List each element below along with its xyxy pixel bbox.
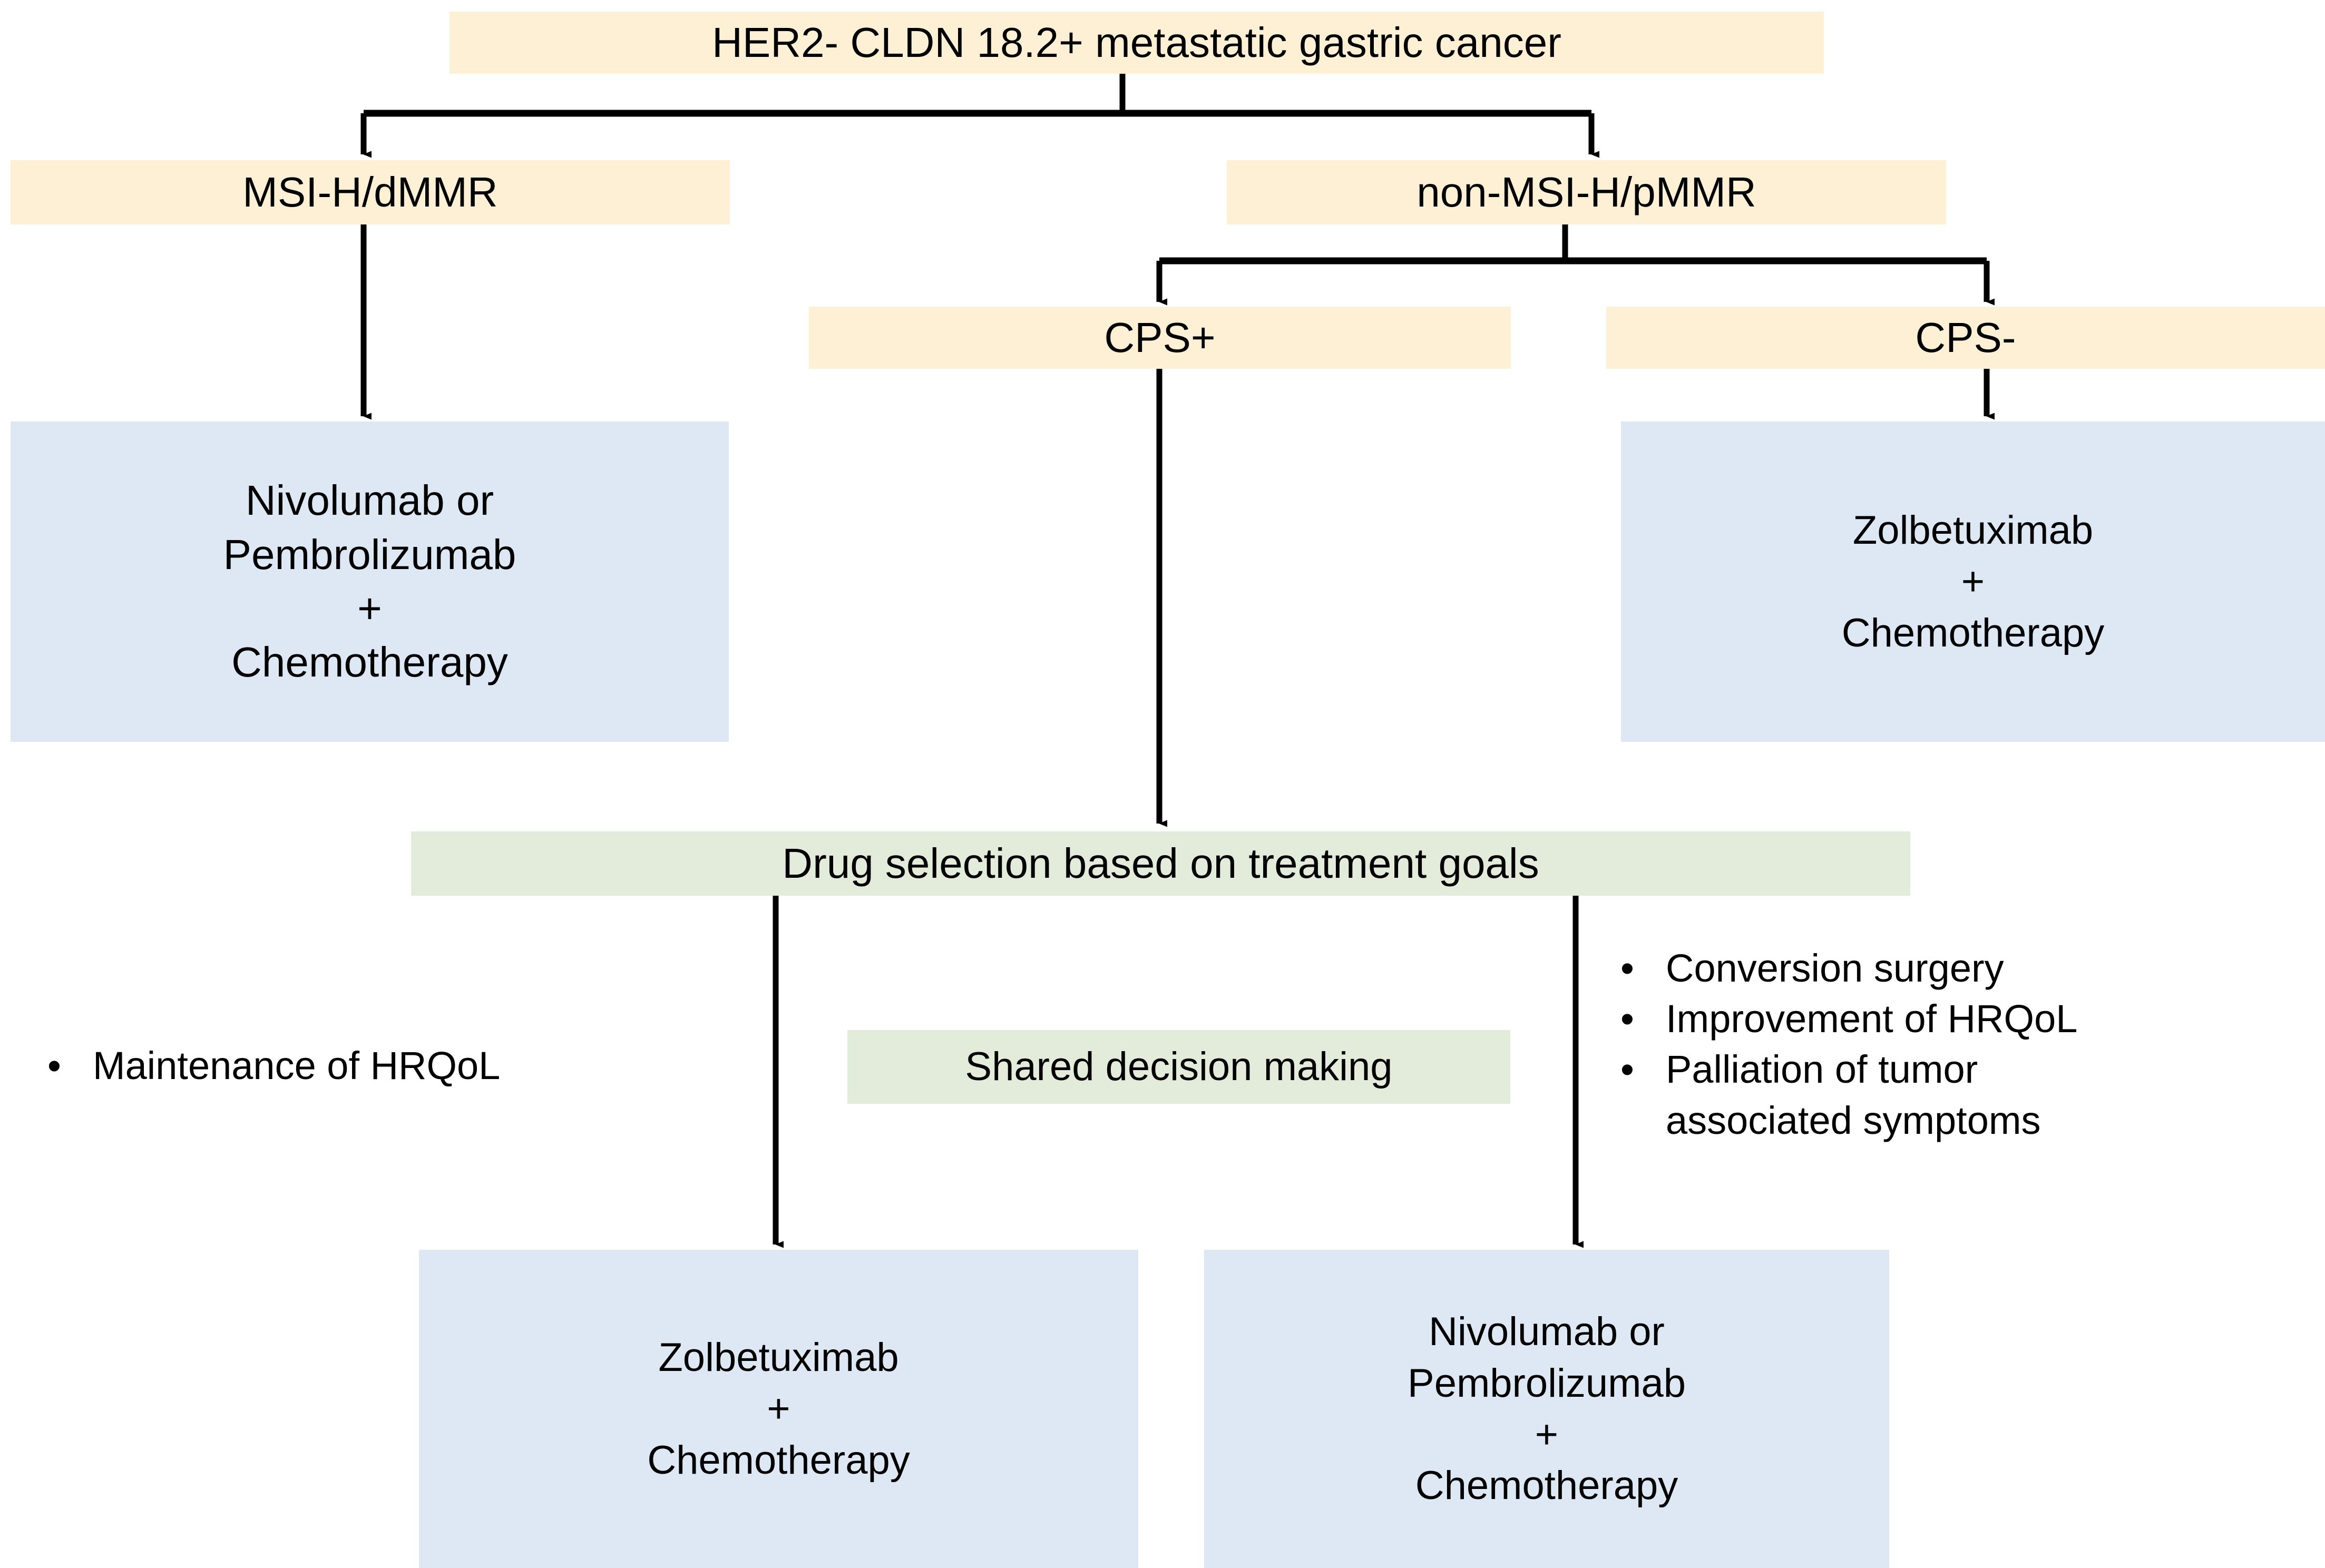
goals-right-list: • Conversion surgery • Improvement of HR… <box>1620 943 2321 1146</box>
goals-left-list: • Maintenance of HRQoL <box>47 1041 717 1091</box>
node-treatment-cps-negative: Zolbetuximab + Chemotherapy <box>1621 422 2325 742</box>
node-shared-decision-making: Shared decision making <box>847 1030 1510 1104</box>
node-treatment-bottom-right: Nivolumab or Pembrolizumab + Chemotherap… <box>1204 1250 1889 1568</box>
list-item-label: Improvement of HRQoL <box>1666 997 2078 1041</box>
list-item: • Maintenance of HRQoL <box>47 1041 717 1091</box>
node-msi-high: MSI-H/dMMR <box>11 160 730 224</box>
node-treatment-msi-high: Nivolumab or Pembrolizumab + Chemotherap… <box>11 422 729 742</box>
list-item: • Palliation of tumor associated symptom… <box>1620 1044 2321 1145</box>
node-treatment-bottom-left: Zolbetuximab + Chemotherapy <box>419 1250 1138 1568</box>
bullet-icon: • <box>1620 946 1634 990</box>
node-drug-selection: Drug selection based on treatment goals <box>411 831 1910 896</box>
bullet-icon: • <box>47 1044 61 1087</box>
list-item-label: Maintenance of HRQoL <box>93 1044 501 1087</box>
list-item: • Conversion surgery <box>1620 943 2321 994</box>
node-root-diagnosis: HER2- CLDN 18.2+ metastatic gastric canc… <box>450 12 1824 74</box>
list-item-label: Palliation of tumor associated symptoms <box>1666 1047 2041 1142</box>
bullet-icon: • <box>1620 1047 1634 1092</box>
bullet-icon: • <box>1620 997 1634 1041</box>
node-non-msi-high: non-MSI-H/pMMR <box>1227 160 1946 224</box>
list-item: • Improvement of HRQoL <box>1620 994 2321 1044</box>
node-cps-negative: CPS- <box>1606 307 2325 369</box>
node-cps-positive: CPS+ <box>809 307 1511 369</box>
list-item-label: Conversion surgery <box>1666 946 2004 990</box>
